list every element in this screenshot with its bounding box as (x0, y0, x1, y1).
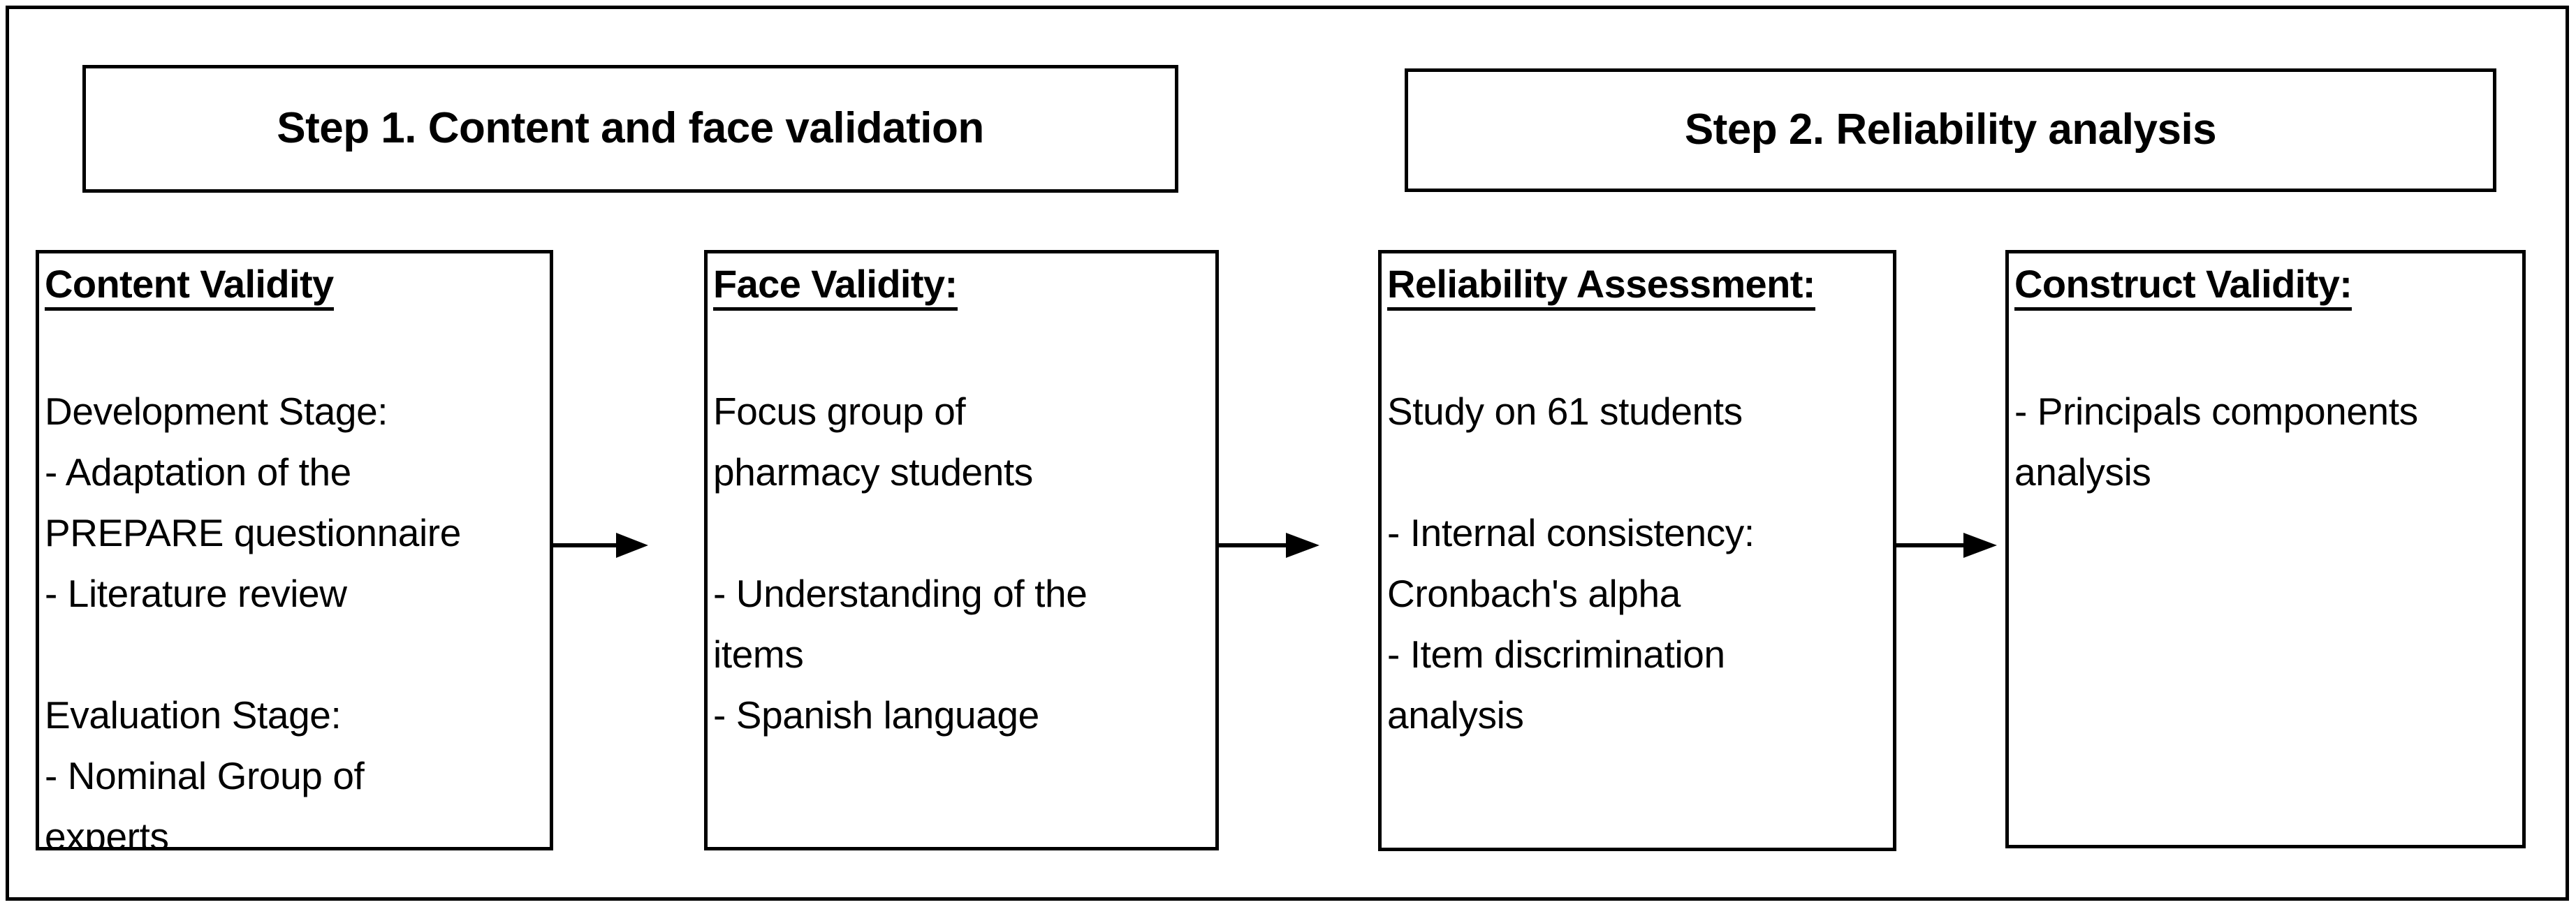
step-1-label: Step 1. Content and face validation (277, 104, 984, 153)
construct-validity-title-text: Construct Validity: (2014, 262, 2352, 311)
figure-outer-frame (6, 6, 2569, 901)
reliability-assessment-line: - Item discrimination (1387, 632, 1725, 676)
face-validity-title: Face Validity: (713, 259, 1211, 311)
construct-validity-box: Construct Validity: - Principals compone… (2005, 250, 2526, 848)
face-validity-line: Focus group of (713, 389, 966, 433)
content-validity-line (45, 320, 546, 381)
content-validity-title: Content Validity (45, 259, 546, 311)
step-2-label: Step 2. Reliability analysis (1684, 105, 2217, 154)
face-validity-line: pharmacy students (713, 450, 1033, 494)
content-validity-box: Content Validity Development Stage: - Ad… (36, 250, 553, 850)
reliability-assessment-box: Reliability Assessment: Study on 61 stud… (1378, 250, 1896, 851)
construct-validity-title: Construct Validity: (2014, 259, 2518, 311)
step-1-header-box: Step 1. Content and face validation (82, 65, 1178, 193)
face-validity-line (713, 320, 1211, 381)
reliability-assessment-title-text: Reliability Assessment: (1387, 262, 1815, 311)
content-validity-line: experts (45, 814, 169, 850)
content-validity-line: Development Stage: (45, 389, 388, 433)
content-validity-title-text: Content Validity (45, 262, 334, 311)
content-validity-line: - Adaptation of the (45, 450, 351, 494)
face-validity-line (713, 503, 1211, 563)
content-validity-line (45, 624, 546, 685)
reliability-assessment-title: Reliability Assessment: (1387, 259, 1889, 311)
reliability-assessment-line: Cronbach's alpha (1387, 571, 1681, 615)
construct-validity-line (2014, 320, 2518, 381)
arrow-reliability-to-construct-icon (1895, 533, 1997, 558)
face-validity-line: - Understanding of the (713, 571, 1088, 615)
reliability-assessment-line: Study on 61 students (1387, 389, 1743, 433)
step-2-header-box: Step 2. Reliability analysis (1405, 68, 2496, 192)
content-validity-line: PREPARE questionnaire (45, 510, 461, 554)
reliability-assessment-lines: Study on 61 students - Internal consiste… (1387, 320, 1889, 746)
reliability-assessment-line: - Internal consistency: (1387, 510, 1755, 554)
content-validity-line: Evaluation Stage: (45, 693, 342, 737)
construct-validity-lines: - Principals components analysis (2014, 320, 2518, 503)
arrow-content-to-face-icon (552, 533, 648, 558)
arrow-face-to-reliability-icon (1217, 533, 1319, 558)
face-validity-title-text: Face Validity: (713, 262, 958, 311)
content-validity-line: - Nominal Group of (45, 753, 365, 797)
reliability-assessment-line: analysis (1387, 693, 1524, 737)
reliability-assessment-line (1387, 320, 1889, 381)
content-validity-line: - Literature review (45, 571, 347, 615)
construct-validity-line: analysis (2014, 450, 2151, 494)
face-validity-line: items (713, 632, 804, 676)
face-validity-lines: Focus group of pharmacy students - Under… (713, 320, 1211, 746)
content-validity-lines: Development Stage: - Adaptation of the P… (45, 320, 546, 850)
face-validity-box: Face Validity: Focus group of pharmacy s… (704, 250, 1219, 850)
face-validity-line: - Spanish language (713, 693, 1039, 737)
construct-validity-line: - Principals components (2014, 389, 2418, 433)
reliability-assessment-line (1387, 442, 1889, 503)
